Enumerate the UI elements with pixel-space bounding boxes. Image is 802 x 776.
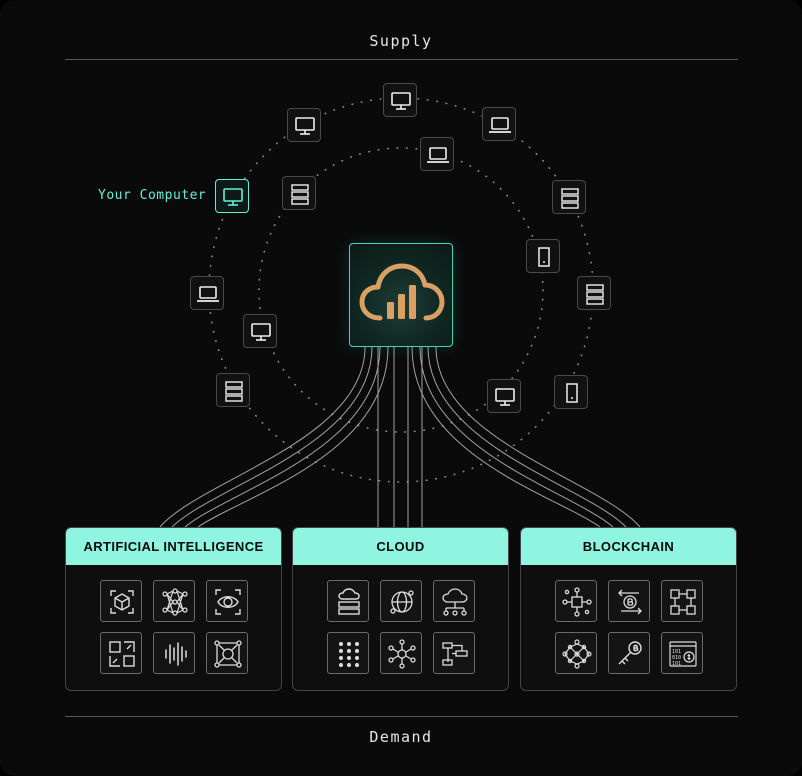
tower-icon: [538, 247, 550, 267]
monitor-icon: [295, 117, 315, 135]
supply-node-monitor[interactable]: [287, 108, 321, 142]
laptop-icon: [427, 147, 449, 163]
supply-node-laptop[interactable]: [190, 276, 224, 310]
laptop-icon: [489, 117, 511, 133]
demand-label: Demand: [369, 728, 433, 746]
your-computer-label: Your Computer: [98, 188, 207, 203]
server-icon: [586, 284, 604, 305]
cloud-storage-icon[interactable]: [327, 580, 369, 622]
crypto-key-icon[interactable]: [608, 632, 650, 674]
supply-label: Supply: [369, 32, 433, 50]
server-icon: [291, 184, 309, 205]
svg-text:101: 101: [672, 661, 681, 667]
monitor-icon: [495, 388, 515, 406]
cloud-network-icon[interactable]: [433, 580, 475, 622]
laptop-icon: [197, 286, 219, 302]
supply-node-monitor[interactable]: [243, 314, 277, 348]
monitor-icon: [251, 323, 271, 341]
hub-network-icon[interactable]: [380, 632, 422, 674]
panel-title: CLOUD: [293, 528, 508, 565]
neural-network-icon[interactable]: [153, 580, 195, 622]
server-icon: [225, 381, 243, 402]
panel-title: BLOCKCHAIN: [521, 528, 736, 565]
supply-node-server[interactable]: [577, 276, 611, 310]
network-hub-icon[interactable]: [206, 632, 248, 674]
category-panel-ai: ARTIFICIAL INTELLIGENCE: [65, 527, 282, 691]
supply-node-server[interactable]: [552, 180, 586, 214]
globe-network-icon[interactable]: [380, 580, 422, 622]
block-chain-icon[interactable]: [661, 580, 703, 622]
3d-cube-scan-icon[interactable]: [100, 580, 142, 622]
supply-node-tower[interactable]: [526, 239, 560, 273]
dot-grid-icon[interactable]: [327, 632, 369, 674]
supply-node-monitor[interactable]: [383, 83, 417, 117]
supply-rule: [65, 59, 738, 60]
server-icon: [561, 188, 579, 209]
demand-rule: [65, 716, 738, 717]
transfer-icon[interactable]: [100, 632, 142, 674]
supply-node-tower[interactable]: [554, 375, 588, 409]
supply-node-server[interactable]: [216, 373, 250, 407]
svg-text:101: 101: [672, 649, 681, 655]
supply-node-monitor[interactable]: [487, 379, 521, 413]
bitcoin-transfer-icon[interactable]: [608, 580, 650, 622]
eye-scan-icon[interactable]: [206, 580, 248, 622]
flow-diagram-icon[interactable]: [433, 632, 475, 674]
connection-lines: [159, 346, 641, 528]
mesh-network-icon[interactable]: [555, 632, 597, 674]
inner-orbit: [258, 147, 544, 433]
supply-node-laptop[interactable]: [420, 137, 454, 171]
monitor-icon: [223, 188, 243, 206]
category-panel-cloud: CLOUD: [292, 527, 509, 691]
central-hub[interactable]: [349, 243, 453, 347]
panel-title: ARTIFICIAL INTELLIGENCE: [66, 528, 281, 565]
monitor-icon: [391, 92, 411, 110]
svg-text:010: 010: [672, 655, 681, 661]
supply-node-laptop[interactable]: [482, 107, 516, 141]
crypto-node-icon[interactable]: [555, 580, 597, 622]
voice-wave-icon[interactable]: [153, 632, 195, 674]
cloud-chart-icon: [359, 263, 445, 321]
your-computer-node[interactable]: [215, 179, 249, 213]
supply-node-server[interactable]: [282, 176, 316, 210]
tower-icon: [566, 383, 578, 403]
